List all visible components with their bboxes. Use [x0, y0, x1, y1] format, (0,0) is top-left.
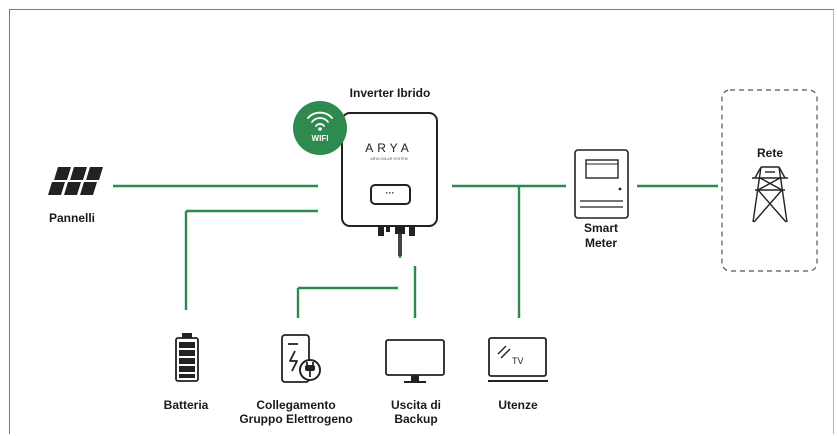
wifi-icon [307, 111, 333, 127]
connection-lines [113, 184, 718, 318]
power-tower-icon [752, 166, 788, 223]
label-utenze: Utenze [498, 398, 538, 412]
solar-panel-icon [48, 167, 103, 195]
label-uscita-1: Uscita di [391, 398, 441, 412]
smart-meter-icon [574, 149, 629, 219]
tv-icon: TV [488, 337, 548, 382]
label-collegamento-1: Collegamento [256, 398, 335, 412]
wifi-badge: WIFI [293, 101, 347, 155]
label-uscita-2: Backup [394, 412, 437, 426]
label-pannelli: Pannelli [49, 211, 95, 225]
label-batteria: Batteria [164, 398, 209, 412]
inverter-connectors [378, 226, 415, 256]
inverter-display: ··· [386, 188, 395, 198]
diagram-frame [9, 9, 834, 434]
inverter-brand: ARYA [365, 141, 413, 155]
label-rete: Rete [757, 146, 783, 160]
label-collegamento-2: Gruppo Elettrogeno [239, 412, 352, 426]
inverter-title: Inverter Ibrido [350, 86, 431, 100]
tv-label: TV [512, 356, 524, 366]
inverter-icon: ARYA ARYA SOLAR SYSTEM ··· [341, 112, 438, 256]
monitor-icon [385, 339, 445, 383]
inverter-brand-sub: ARYA SOLAR SYSTEM [370, 157, 407, 161]
label-smart-meter-1: Smart [584, 221, 618, 235]
battery-icon [175, 333, 199, 382]
wifi-label: WIFI [312, 134, 329, 143]
rete-dashed-box [721, 89, 818, 272]
generator-icon [281, 334, 321, 383]
label-smart-meter-2: Meter [585, 236, 617, 250]
